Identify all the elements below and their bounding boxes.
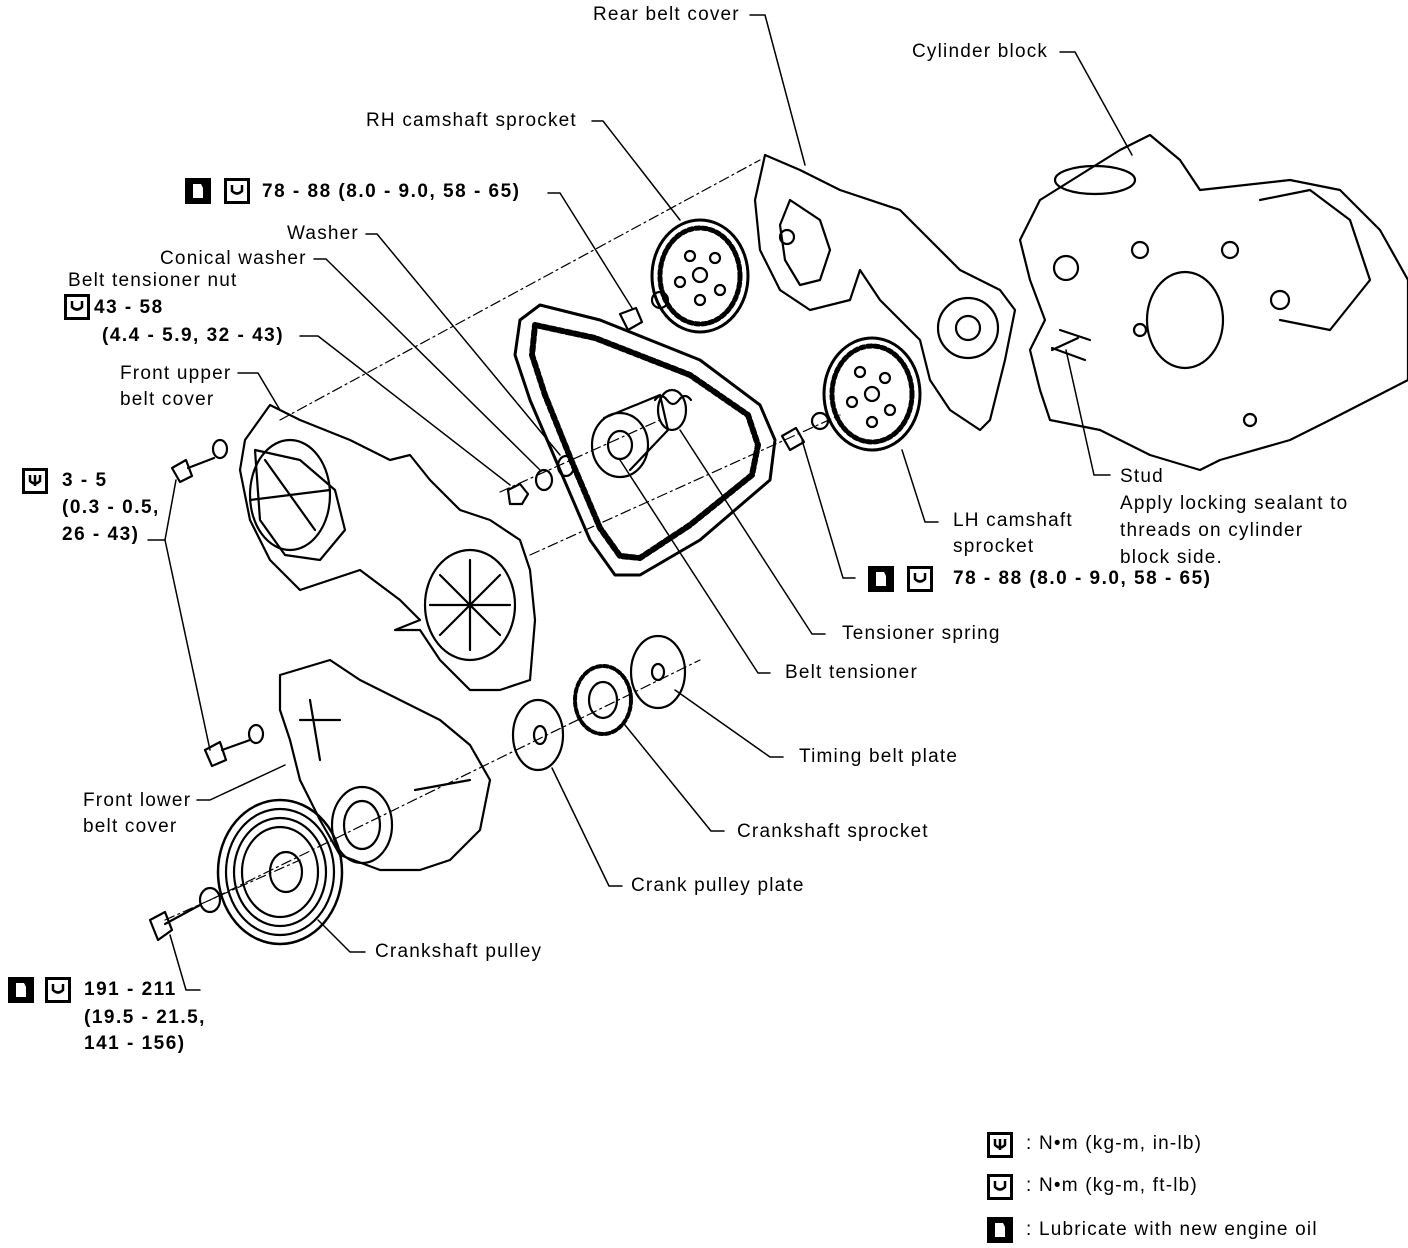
torque-cover-bolt: 3 - 5 — [62, 470, 108, 491]
belt-tensioner-nut — [506, 482, 530, 506]
label-stud-note-1: Apply locking sealant to — [1120, 493, 1349, 514]
front-upper-belt-cover — [238, 403, 537, 692]
label-crankshaft-pulley: Crankshaft pulley — [375, 941, 543, 962]
label-washer: Washer — [287, 223, 359, 244]
legend-ft-lb: : N•m (kg-m, ft-lb) — [1026, 1175, 1198, 1196]
torque-ft-lb-icon — [907, 566, 933, 592]
lh-camshaft-bolt — [780, 411, 830, 452]
torque-crank-bolt: 191 - 211 — [84, 979, 177, 1000]
crank-pulley-plate — [511, 698, 565, 772]
label-timing-belt-plate: Timing belt plate — [799, 746, 959, 767]
torque-crank-bolt-2: (19.5 - 21.5, — [84, 1007, 206, 1028]
label-conical-washer: Conical washer — [160, 248, 307, 269]
crankshaft-pulley-bolt — [148, 886, 222, 942]
torque-ft-lb-icon — [45, 977, 71, 1003]
tensioner-spring — [653, 394, 693, 406]
torque-cover-bolt-2: (0.3 - 0.5, — [62, 497, 160, 518]
lh-camshaft-sprocket — [822, 336, 922, 452]
label-stud-note-3: block side. — [1120, 547, 1223, 568]
torque-cover-bolt-3: 26 - 43) — [62, 524, 140, 545]
cylinder-block — [1018, 133, 1408, 472]
torque-in-lb-icon — [987, 1132, 1013, 1158]
rear-belt-cover — [753, 153, 1017, 432]
label-front-lower-belt-cover-2: belt cover — [83, 816, 178, 837]
timing-belt-plate — [629, 634, 687, 710]
torque-tensioner-nut-detail: (4.4 - 5.9, 32 - 43) — [102, 325, 285, 346]
label-front-lower-belt-cover: Front lower — [83, 790, 192, 811]
label-rear-belt-cover: Rear belt cover — [593, 4, 740, 25]
belt-tensioner — [590, 388, 688, 479]
stud — [1050, 336, 1080, 352]
label-crankshaft-sprocket: Crankshaft sprocket — [737, 821, 929, 842]
lubricate-icon — [987, 1217, 1013, 1243]
timing-belt — [513, 303, 777, 577]
label-belt-tensioner-nut: Belt tensioner nut — [68, 270, 238, 291]
label-tensioner-spring: Tensioner spring — [842, 623, 1001, 644]
label-cylinder-block: Cylinder block — [912, 41, 1049, 62]
front-lower-belt-cover — [278, 658, 492, 872]
torque-ft-lb-icon — [64, 294, 90, 320]
torque-ft-lb-icon — [987, 1174, 1013, 1200]
torque-lh-cam-bolt: 78 - 88 (8.0 - 9.0, 58 - 65) — [953, 568, 1212, 589]
torque-tensioner-nut: 43 - 58 — [94, 297, 164, 318]
label-lh-camshaft-sprocket-2: sprocket — [953, 536, 1035, 557]
lubricate-icon — [868, 566, 894, 592]
label-front-upper-belt-cover-2: belt cover — [120, 389, 215, 410]
label-crank-pulley-plate: Crank pulley plate — [631, 875, 805, 896]
torque-in-lb-icon — [22, 468, 48, 494]
label-stud-note-2: threads on cylinder — [1120, 520, 1304, 541]
cover-bolt-lower — [203, 723, 265, 768]
label-lh-camshaft-sprocket: LH camshaft — [953, 510, 1073, 531]
crankshaft-pulley — [216, 798, 344, 946]
conical-washer — [534, 468, 554, 492]
rh-camshaft-bolt — [618, 290, 670, 332]
label-front-upper-belt-cover: Front upper — [120, 363, 232, 384]
lubricate-icon — [8, 977, 34, 1003]
label-stud: Stud — [1120, 466, 1164, 487]
torque-ft-lb-icon — [224, 178, 250, 204]
cover-bolt-upper — [170, 438, 229, 484]
legend-in-lb: : N•m (kg-m, in-lb) — [1026, 1133, 1203, 1154]
torque-rh-cam-bolt: 78 - 88 (8.0 - 9.0, 58 - 65) — [262, 181, 521, 202]
legend-lubricate: : Lubricate with new engine oil — [1026, 1219, 1318, 1240]
crankshaft-sprocket — [573, 664, 633, 736]
torque-crank-bolt-3: 141 - 156) — [84, 1033, 186, 1054]
label-belt-tensioner: Belt tensioner — [785, 662, 918, 683]
lubricate-icon — [185, 178, 211, 204]
label-rh-camshaft-sprocket: RH camshaft sprocket — [366, 110, 577, 131]
rh-camshaft-sprocket — [650, 218, 750, 334]
